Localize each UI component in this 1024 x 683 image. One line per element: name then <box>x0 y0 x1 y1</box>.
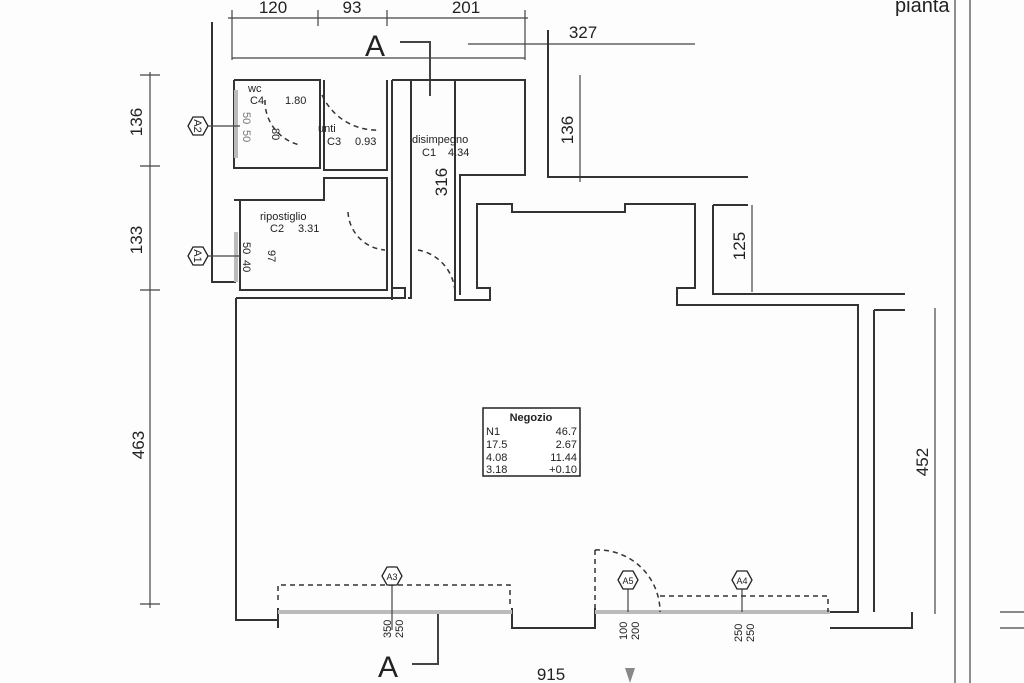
svg-text:A1: A1 <box>191 249 203 262</box>
svg-text:40: 40 <box>240 260 252 272</box>
svg-text:A5: A5 <box>622 576 633 586</box>
room-unti-code: C3 <box>327 136 341 148</box>
opening-tag-a2: A2 50 50 <box>187 112 252 142</box>
room-ripostiglio-name: ripostiglio <box>260 211 306 223</box>
dim-right-middle: 125 <box>730 232 749 260</box>
negozio-cell: N1 <box>486 426 500 438</box>
room-wc-area: 1.80 <box>285 95 306 107</box>
negozio-cell: 4.08 <box>486 452 507 464</box>
opening-tag-a4: A4 250 250 <box>731 570 757 642</box>
section-mark-bottom: A <box>378 651 398 683</box>
dim-top-right: 327 <box>569 23 597 42</box>
room-disimpegno-name: disimpegno <box>412 134 468 146</box>
room-ripostiglio-code: C2 <box>270 223 284 235</box>
section-mark-top: A <box>365 30 385 63</box>
entrance-arrow-icon <box>625 668 635 683</box>
svg-text:250: 250 <box>733 624 745 642</box>
opening-tag-a1: A1 50 40 <box>187 242 252 272</box>
plan-title: pianta <box>895 0 950 17</box>
negozio-info-box: Negozio N1 46.7 17.5 2.67 4.08 11.44 3.1… <box>482 407 581 477</box>
top-dimension-line <box>228 10 528 60</box>
negozio-cell: 46.7 <box>556 426 577 438</box>
room-unti-name: unti <box>318 123 336 135</box>
room-disimpegno-area: 4.34 <box>448 147 469 159</box>
opening-tag-a5: A5 100 200 <box>617 570 642 640</box>
door-swings <box>264 94 829 613</box>
negozio-cell: 11.44 <box>550 452 577 464</box>
svg-text:50: 50 <box>240 130 252 142</box>
section-line-bottom <box>412 610 439 665</box>
negozio-cell: 17.5 <box>486 439 507 451</box>
left-dimension-line <box>140 72 160 608</box>
room-disimpegno-code: C1 <box>422 147 436 159</box>
dim-right-upper: 136 <box>558 116 577 144</box>
negozio-cell: 2.67 <box>556 439 577 451</box>
svg-text:250: 250 <box>745 624 757 642</box>
room-wc-dim: 80 <box>269 128 281 140</box>
section-line-top <box>400 41 431 96</box>
svg-text:50: 50 <box>240 242 252 254</box>
svg-text:A3: A3 <box>386 572 397 582</box>
windows <box>234 90 830 614</box>
dim-left-3: 463 <box>129 431 148 459</box>
svg-text:100: 100 <box>618 622 630 640</box>
dim-bottom: 915 <box>537 665 565 683</box>
dim-left-1: 136 <box>127 108 146 136</box>
dim-right-lower: 452 <box>913 448 932 476</box>
room-unti-area: 0.93 <box>355 136 376 148</box>
svg-text:350: 350 <box>382 620 394 638</box>
dim-left-2: 133 <box>127 226 146 254</box>
svg-text:200: 200 <box>630 622 642 640</box>
walls <box>211 22 913 629</box>
svg-text:A4: A4 <box>736 576 747 586</box>
negozio-name: Negozio <box>510 412 553 424</box>
dim-top-1: 120 <box>259 0 287 17</box>
room-wc-name: wc <box>247 83 262 95</box>
dim-corridor: 316 <box>432 168 451 196</box>
svg-text:50: 50 <box>240 112 252 124</box>
dim-top-2: 93 <box>343 0 362 17</box>
room-ripostiglio-dim: 97 <box>265 250 277 262</box>
svg-text:250: 250 <box>394 620 406 638</box>
negozio-cell: 3.18 <box>486 464 507 476</box>
room-ripostiglio-area: 3.31 <box>298 223 319 235</box>
negozio-cell: +0.10 <box>549 464 577 476</box>
svg-text:A2: A2 <box>191 119 203 132</box>
dim-top-3: 201 <box>452 0 480 17</box>
room-wc-code: C4 <box>250 95 264 107</box>
opening-tag-a3: A3 350 250 <box>381 566 406 638</box>
